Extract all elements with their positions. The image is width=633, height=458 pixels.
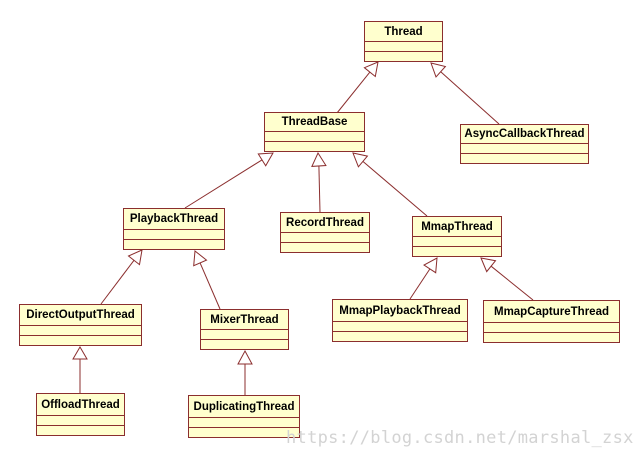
inheritance-arrowhead (237, 349, 253, 365)
attributes-compartment (189, 417, 299, 427)
class-name: MmapPlaybackThread (339, 304, 461, 317)
class-duplicatingthread: DuplicatingThread (188, 395, 300, 438)
edge-mmapcapturethread-to-mmapthread (480, 257, 534, 301)
operations-compartment (484, 332, 619, 342)
class-name: DirectOutputThread (26, 309, 135, 321)
class-name: MmapThread (421, 220, 493, 233)
operations-compartment (365, 51, 442, 61)
operations-compartment (461, 153, 588, 163)
class-name: AsyncCallbackThread (464, 128, 585, 140)
inheritance-arrowhead (193, 250, 208, 267)
attributes-compartment (20, 325, 141, 335)
operations-compartment (189, 427, 299, 437)
edge-recordthread-to-threadbase (311, 151, 327, 213)
class-mmapcapturethread: MmapCaptureThread (483, 300, 620, 343)
class-name: RecordThread (286, 216, 364, 229)
edge-mmapthread-to-threadbase (352, 152, 428, 217)
attributes-compartment (333, 321, 467, 331)
operations-compartment (124, 239, 224, 249)
class-threadbase: ThreadBase (264, 112, 365, 152)
attributes-compartment (265, 131, 364, 141)
class-name: DuplicatingThread (193, 400, 295, 413)
class-name: ThreadBase (281, 116, 348, 128)
class-offloadthread: OffloadThread (36, 393, 125, 436)
attributes-compartment (461, 143, 588, 153)
inheritance-arrowhead (363, 61, 379, 78)
attributes-compartment (365, 41, 442, 51)
attributes-compartment (484, 322, 619, 332)
inheritance-arrowhead (423, 257, 438, 274)
inheritance-arrowhead (430, 62, 447, 78)
inheritance-arrowhead (72, 346, 88, 360)
operations-compartment (333, 331, 467, 341)
class-name: MmapCaptureThread (493, 305, 610, 318)
edge-playbackthread-to-threadbase (184, 152, 274, 209)
attributes-compartment (201, 329, 288, 339)
class-asynccallbackthread: AsyncCallbackThread (460, 124, 589, 164)
class-directoutputthread: DirectOutputThread (19, 304, 142, 346)
attributes-compartment (413, 236, 501, 246)
class-mmapthread: MmapThread (412, 216, 502, 257)
operations-compartment (281, 242, 369, 252)
class-name: MixerThread (210, 313, 279, 326)
edge-mmapplaybackthread-to-mmapthread (409, 257, 438, 300)
attributes-compartment (124, 229, 224, 239)
edge-duplicatingthread-to-mixerthread (237, 349, 253, 395)
edge-asynccallbackthread-to-thread (430, 62, 500, 125)
class-recordthread: RecordThread (280, 212, 370, 253)
edge-mixerthread-to-playbackthread (193, 250, 221, 310)
class-name: PlaybackThread (129, 213, 219, 225)
inheritance-arrowhead (311, 151, 327, 167)
edge-threadbase-to-thread (336, 61, 379, 114)
operations-compartment (413, 246, 501, 256)
inheritance-arrowhead (257, 152, 274, 167)
class-thread: Thread (364, 21, 443, 62)
inheritance-arrowhead (352, 152, 369, 168)
attributes-compartment (37, 415, 124, 425)
class-mixerthread: MixerThread (200, 309, 289, 350)
class-name: OffloadThread (41, 398, 120, 411)
class-name: Thread (384, 25, 423, 38)
edge-directoutputthread-to-playbackthread (100, 249, 143, 305)
operations-compartment (265, 141, 364, 151)
class-mmapplaybackthread: MmapPlaybackThread (332, 299, 468, 342)
inheritance-arrowhead (480, 257, 497, 273)
attributes-compartment (281, 232, 369, 242)
operations-compartment (201, 339, 288, 349)
class-playbackthread: PlaybackThread (123, 208, 225, 250)
edge-offloadthread-to-directoutputthread (72, 346, 88, 393)
operations-compartment (37, 425, 124, 435)
watermark-url: https://blog.csdn.net/marshal_zsx (286, 428, 633, 448)
operations-compartment (20, 335, 141, 345)
inheritance-arrowhead (127, 249, 143, 266)
